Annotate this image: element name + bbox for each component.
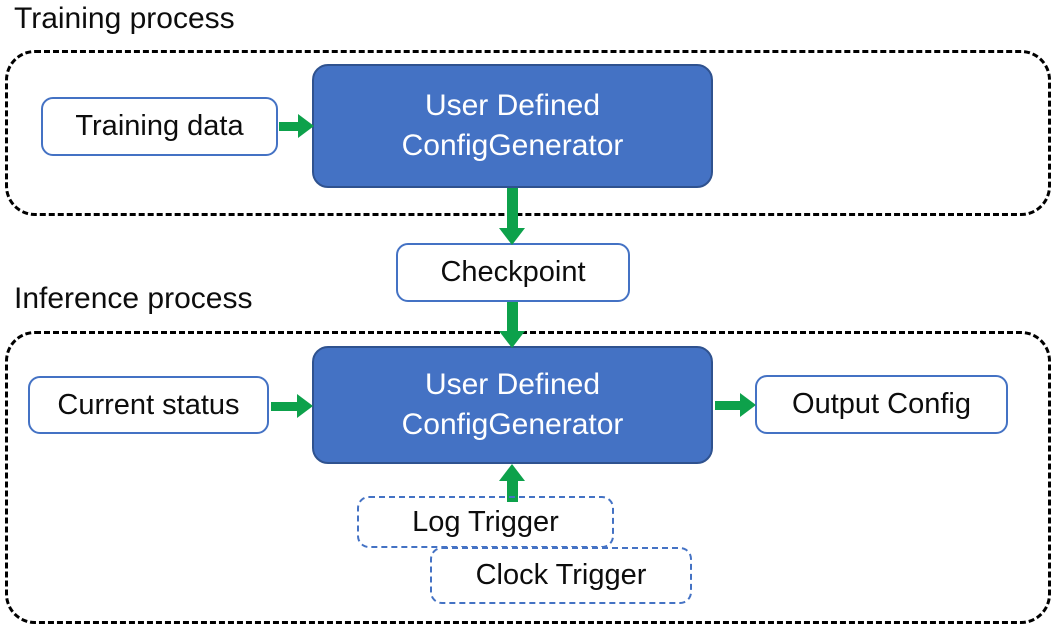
arrow-shaft xyxy=(271,401,298,411)
node-checkpoint[interactable]: Checkpoint xyxy=(396,243,630,302)
arrow-head-down-icon xyxy=(499,228,525,245)
inference-process-title: Inference process xyxy=(14,282,253,315)
node-training-data[interactable]: Training data xyxy=(41,97,278,156)
arrow-shaft xyxy=(506,188,518,230)
training-process-title: Training process xyxy=(14,2,235,35)
arrow-head-right-icon xyxy=(297,394,313,418)
arrow-checkpoint-to-configgenerator xyxy=(498,302,526,348)
node-train-configgenerator-line1: User Defined xyxy=(424,89,601,122)
arrow-head-right-icon xyxy=(298,114,314,138)
node-clock-trigger[interactable]: Clock Trigger xyxy=(430,547,692,604)
node-train-configgenerator-line2: ConfigGenerator xyxy=(401,129,624,162)
arrow-head-right-icon xyxy=(740,393,756,417)
arrow-training-data-to-configgenerator xyxy=(279,112,314,140)
training-process-container xyxy=(5,50,1051,216)
node-log-trigger[interactable]: Log Trigger xyxy=(357,496,614,548)
node-infer-configgenerator-line1: User Defined xyxy=(424,368,601,401)
arrow-configgenerator-to-checkpoint xyxy=(498,188,526,245)
node-train-user-defined-configgenerator[interactable]: User Defined ConfigGenerator xyxy=(312,64,713,188)
arrow-shaft xyxy=(506,302,518,334)
node-output-config[interactable]: Output Config xyxy=(755,375,1008,434)
arrow-shaft xyxy=(715,400,741,410)
arrow-log-trigger-to-configgenerator xyxy=(498,464,526,502)
arrow-shaft xyxy=(279,121,299,131)
arrow-head-up-icon xyxy=(499,464,525,481)
arrow-current-status-to-configgenerator xyxy=(271,392,313,420)
arrow-head-down-icon xyxy=(499,331,525,348)
node-infer-configgenerator-line2: ConfigGenerator xyxy=(401,408,624,441)
node-current-status[interactable]: Current status xyxy=(28,376,269,434)
inference-process-container xyxy=(5,331,1051,624)
arrow-configgenerator-to-output-config xyxy=(715,391,756,419)
node-infer-user-defined-configgenerator[interactable]: User Defined ConfigGenerator xyxy=(312,346,713,464)
arrow-shaft xyxy=(506,477,518,502)
